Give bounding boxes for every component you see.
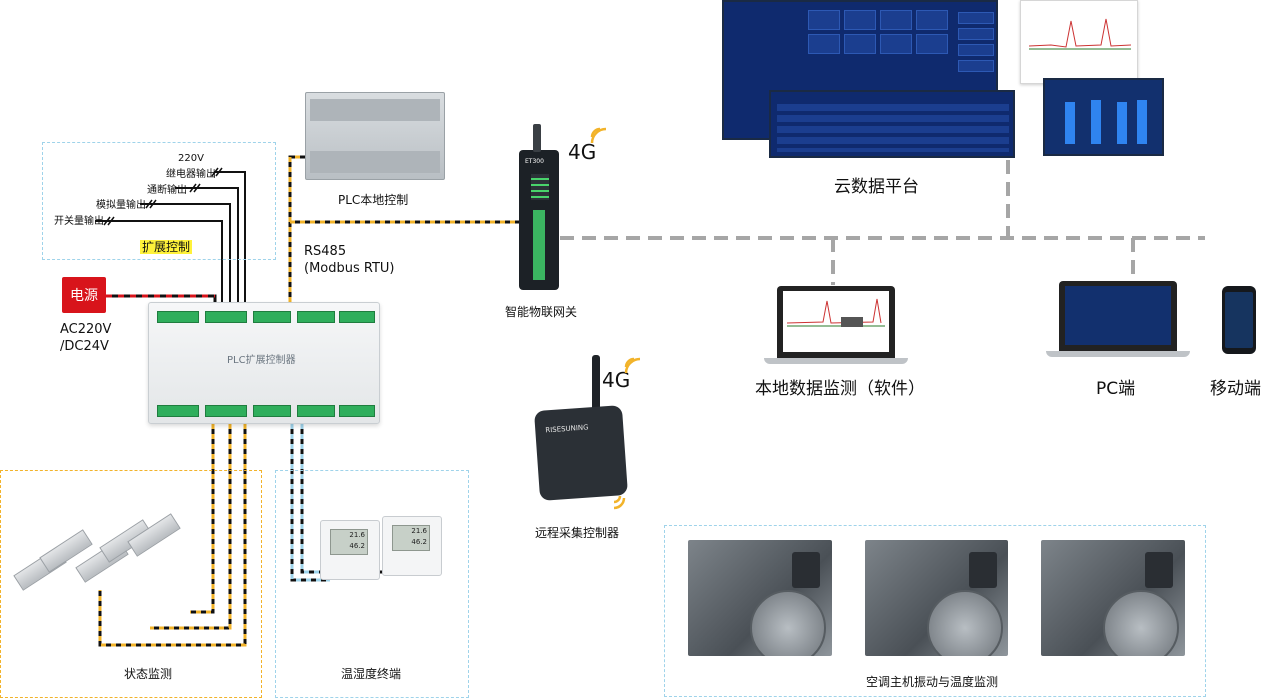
ac-motor-photo — [865, 540, 1008, 656]
cloud-chart-screen — [1020, 0, 1138, 84]
motor-housing — [1103, 590, 1179, 656]
power-spec-line2: /DC24V — [60, 339, 109, 354]
local-laptop-screen — [777, 286, 895, 358]
pc-laptop-base — [1046, 351, 1190, 357]
label-status-monitor: 状态监测 — [124, 667, 173, 681]
terminal-top-2 — [205, 311, 247, 323]
plc-module-top — [310, 99, 440, 121]
gateway-model: ET300 — [525, 158, 544, 165]
label-onoff-output: 通断输出 — [147, 185, 187, 196]
cloud-tile — [916, 34, 948, 54]
temp-hum-sensor: 21.6 46.2 — [382, 516, 442, 576]
ac-monitor-area — [664, 525, 1206, 697]
gateway-signal-icon — [590, 127, 607, 144]
terminal-bottom-3 — [253, 405, 291, 417]
expansion-control-area — [42, 142, 276, 260]
thermo-temp: 21.6 — [411, 527, 427, 535]
expand-control-text: 扩展控制 — [140, 240, 193, 254]
terminal-top-3 — [253, 311, 291, 323]
vibration-sensor — [792, 552, 820, 588]
remote-brand: RISESUNING — [545, 423, 589, 435]
gateway-antenna — [533, 124, 541, 152]
temp-hum-area — [275, 470, 469, 698]
status-monitor-area — [0, 470, 262, 698]
ac-motor-photo — [1041, 540, 1185, 656]
cloud-tile — [808, 34, 840, 54]
label-local-monitor: 本地数据监测（软件） — [755, 379, 925, 399]
label-pc: PC端 — [1096, 379, 1136, 399]
cloud-table-screen — [769, 90, 1015, 158]
gateway-terminal — [533, 210, 545, 280]
label-mobile: 移动端 — [1210, 379, 1261, 399]
cloud-bars-plot — [1065, 100, 1147, 144]
local-chart-plot — [786, 298, 885, 327]
plc-module-bottom — [310, 151, 440, 173]
label-temp-hum: 温湿度终端 — [341, 667, 402, 681]
vibration-sensor — [969, 552, 997, 588]
terminal-bottom-5 — [339, 405, 375, 417]
local-software-view — [783, 291, 889, 352]
pc-laptop-screen — [1059, 281, 1177, 351]
cloud-table-rows — [777, 104, 1009, 152]
vibration-sensor — [1145, 552, 1173, 588]
cloud-side-button — [958, 12, 994, 24]
remote-antenna — [592, 355, 600, 415]
power-spec-line1: AC220V — [60, 322, 112, 337]
label-cloud-platform: 云数据平台 — [834, 177, 919, 197]
cloud-side-button — [958, 60, 994, 72]
thermo-hum: 46.2 — [349, 542, 365, 550]
terminal-top-1 — [157, 311, 199, 323]
remote-controller: RISESUNING — [533, 405, 629, 501]
cloud-tile — [844, 10, 876, 30]
cloud-chart-plot — [1028, 18, 1132, 50]
cloud-tile — [916, 10, 948, 30]
thermo-screen: 21.6 46.2 — [330, 529, 368, 555]
cloud-side-button — [958, 44, 994, 56]
ac-motor-photo — [688, 540, 832, 656]
cloud-tile — [880, 34, 912, 54]
temp-hum-sensor: 21.6 46.2 — [320, 520, 380, 580]
terminal-bottom-2 — [205, 405, 247, 417]
iot-gateway: ET300 — [519, 124, 559, 290]
gateway-leds — [531, 174, 549, 200]
label-switch-output: 开关量输出 — [54, 216, 104, 227]
local-laptop-base — [764, 358, 908, 364]
terminal-bottom-1 — [157, 405, 199, 417]
thermo-temp: 21.6 — [349, 531, 365, 539]
label-ac-monitor: 空调主机振动与温度监测 — [866, 675, 999, 689]
mobile-screen — [1225, 292, 1253, 348]
cloud-tile — [844, 34, 876, 54]
label-rs485: RS485 — [304, 244, 347, 259]
power-supply: 电源 — [62, 277, 106, 313]
terminal-top-5 — [339, 311, 375, 323]
label-relay-output: 继电器输出 — [166, 169, 216, 180]
label-220v: 220V — [178, 153, 204, 164]
mobile-phone — [1222, 286, 1256, 354]
plc-expansion-controller: PLC扩展控制器 — [148, 302, 380, 424]
cloud-bars-screen — [1043, 78, 1164, 156]
terminal-top-4 — [297, 311, 335, 323]
label-remote-controller: 远程采集控制器 — [535, 526, 620, 540]
terminal-bottom-4 — [297, 405, 335, 417]
gateway-4g-icon: 4G — [568, 140, 597, 164]
plc-expand-title: PLC扩展控制器 — [227, 355, 296, 366]
remote-wave-icon — [613, 495, 626, 510]
label-modbus: (Modbus RTU) — [304, 261, 395, 276]
remote-signal-icon — [624, 357, 641, 374]
motor-housing — [927, 590, 1003, 656]
motor-housing — [750, 590, 826, 656]
thermo-screen: 21.6 46.2 — [392, 525, 430, 551]
cloud-tile — [880, 10, 912, 30]
cloud-tile — [808, 10, 840, 30]
label-analog-output: 模拟量输出 — [96, 200, 146, 211]
label-plc-local: PLC本地控制 — [338, 193, 409, 207]
label-gateway: 智能物联网关 — [505, 305, 578, 319]
label-expand-control: 扩展控制 — [140, 238, 193, 255]
siemens-plc — [305, 92, 445, 180]
pc-dashboard-view — [1065, 286, 1171, 345]
thermo-hum: 46.2 — [411, 538, 427, 546]
cloud-side-button — [958, 28, 994, 40]
